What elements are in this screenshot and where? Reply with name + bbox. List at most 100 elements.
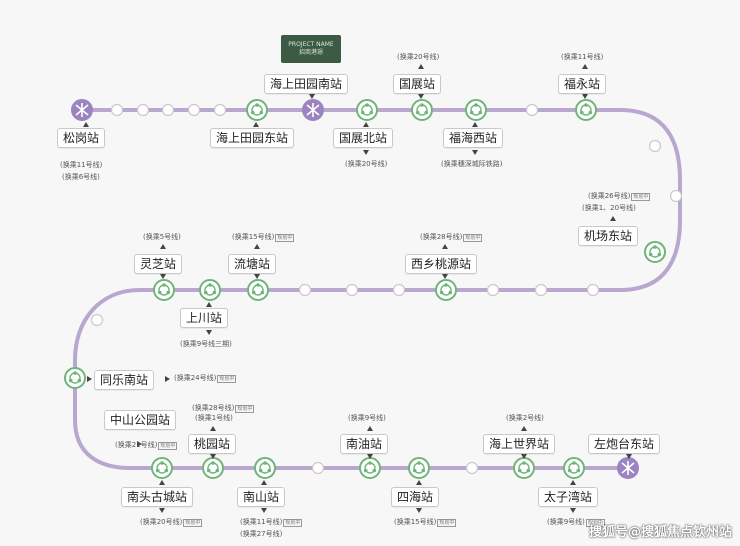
station-label-shangchuan[interactable]: 上川站 [180,308,229,328]
transfer-text: (换乘26号线) [588,192,631,200]
station-hub-icon[interactable] [356,99,378,121]
station-label-fuyong[interactable]: 福永站 [558,74,607,94]
station-hub-icon[interactable] [247,279,269,301]
transfer-note: (换乘24号线)规划中 [174,374,237,384]
metro-logo-icon[interactable] [71,99,93,121]
station-label-guozhan[interactable]: 国展站 [393,74,442,94]
station-label-songgang[interactable]: 松岗站 [57,128,106,148]
station-hub-icon[interactable] [359,457,381,479]
pointer-up-icon [206,302,212,307]
transfer-text: (换乘21号线) [115,441,158,449]
station-dot[interactable] [648,139,662,153]
transfer-note: (换乘15号线)规划中 [232,233,295,243]
station-label-lingzhi[interactable]: 灵芝站 [134,254,183,274]
station-label-taoyuan[interactable]: 桃园站 [188,434,237,454]
plan-tag: 规划中 [463,234,483,242]
station-label-taiziwan[interactable]: 太子湾站 [538,487,599,507]
station-dot[interactable] [110,103,124,117]
pointer-up-icon [582,64,588,69]
station-label-tongle-south[interactable]: 同乐南站 [94,370,155,390]
pointer-up-icon [521,426,527,431]
station-dot[interactable] [161,103,175,117]
pointer-right-icon [165,376,170,382]
pointer-up-icon [159,480,165,485]
station-hub-icon[interactable] [254,457,276,479]
station-hub-icon[interactable] [411,99,433,121]
station-label-nanyou[interactable]: 南油站 [340,434,389,454]
station-dot[interactable] [298,283,312,297]
station-label-sihai[interactable]: 四海站 [391,487,440,507]
transfer-text: (换乘15号线) [394,518,437,526]
station-dot[interactable] [345,283,359,297]
station-label-nanshan[interactable]: 南山站 [237,487,286,507]
transfer-text: (换乘9号线) [547,518,585,526]
station-hub-icon[interactable] [644,241,666,263]
station-hub-icon[interactable] [435,279,457,301]
pointer-up-icon [254,244,260,249]
transfer-note: (换乘5号线) [143,233,181,241]
station-hub-icon[interactable] [563,457,585,479]
station-hub-icon[interactable] [202,457,224,479]
station-dot[interactable] [392,283,406,297]
station-dot[interactable] [213,103,227,117]
station-hub-icon[interactable] [151,457,173,479]
station-dot[interactable] [465,461,479,475]
station-hub-icon[interactable] [153,279,175,301]
station-label-airport-east[interactable]: 机场东站 [578,226,639,246]
station-label-haishang-world[interactable]: 海上世界站 [483,434,556,454]
station-label-fuhai-west[interactable]: 福海西站 [443,128,504,148]
plan-tag: 规划中 [235,405,255,413]
station-dot[interactable] [586,283,600,297]
plan-tag: 规划中 [183,519,203,527]
station-dot[interactable] [136,103,150,117]
pointer-down-icon [416,508,422,513]
transfer-note: (换乘27号线) [240,530,283,538]
station-hub-icon[interactable] [246,99,268,121]
pointer-up-icon [363,122,369,127]
station-dot[interactable] [486,283,500,297]
pointer-down-icon [160,274,166,279]
plan-tag: 规划中 [275,234,295,242]
station-hub-icon[interactable] [465,99,487,121]
pointer-up-icon [610,216,616,221]
pointer-up-icon [442,244,448,249]
transfer-note: (换乘20号线) [397,53,440,61]
station-label-haishang-south[interactable]: 海上田园南站 [264,74,349,94]
station-dot[interactable] [534,283,548,297]
transfer-text: (换乘28号线) [420,233,463,241]
station-hub-icon[interactable] [64,367,86,389]
station-hub-icon[interactable] [575,99,597,121]
transfer-text: (换乘11号线) [240,518,283,526]
station-label-zhongshan-park[interactable]: 中山公园站 [104,410,177,430]
transfer-note: (换乘26号线)规划中 [588,192,651,202]
station-hub-icon[interactable] [408,457,430,479]
station-hub-icon[interactable] [513,457,535,479]
station-dot[interactable] [311,461,325,475]
station-dot[interactable] [669,189,683,203]
station-label-xixiang[interactable]: 西乡桃源站 [405,254,478,274]
station-label-liutang[interactable]: 流塘站 [228,254,277,274]
plan-tag: 规划中 [283,519,303,527]
pointer-up-icon [253,122,259,127]
transfer-text: (换乘20号线) [140,518,183,526]
station-dot[interactable] [90,313,104,327]
badge-cn: 招商港璟 [298,49,323,56]
station-dot[interactable] [187,103,201,117]
station-hub-icon[interactable] [199,279,221,301]
transfer-note: (换乘28号线)规划中 [192,404,255,414]
transfer-note: (换乘9号线) [348,414,386,422]
transfer-note: (换乘28号线)规划中 [420,233,483,243]
transfer-text: (换乘24号线) [174,374,217,382]
station-label-guozhan-north[interactable]: 国展北站 [333,128,394,148]
pointer-down-icon [367,454,373,459]
transfer-note: (换乘15号线)规划中 [394,518,457,528]
station-dot[interactable] [525,103,539,117]
metro-logo-icon[interactable] [302,99,324,121]
station-label-nantou[interactable]: 南头古城站 [121,487,194,507]
station-label-zuopaotai-east[interactable]: 左炮台东站 [588,434,661,454]
station-label-haishang-east[interactable]: 海上田园东站 [210,128,295,148]
metro-logo-icon[interactable] [617,457,639,479]
pointer-up-icon [83,122,89,127]
transfer-note: (换乘1号线) [195,414,233,422]
